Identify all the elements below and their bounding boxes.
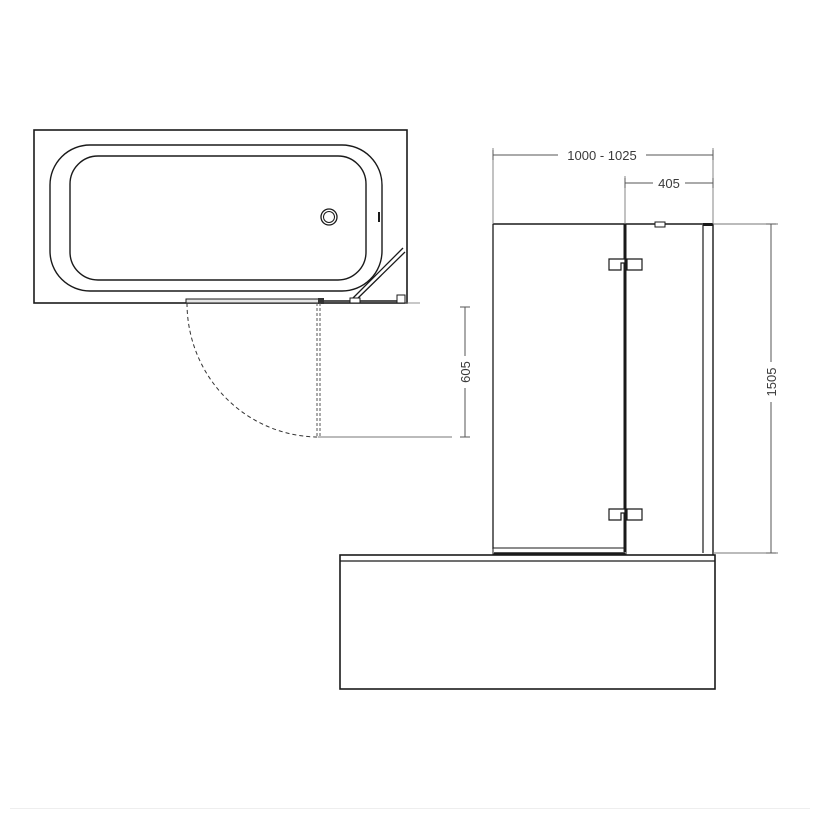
bath-rim — [49, 144, 383, 292]
dimension-405-label-bg — [653, 175, 685, 192]
dimension-405-label: 405 — [658, 176, 680, 191]
top-clip — [654, 221, 666, 228]
dimension-605-label-bg — [457, 356, 473, 388]
front-view: 1000 - 1025 405 1505 — [339, 146, 779, 690]
plan-view: 605 — [33, 129, 473, 438]
hinge-top-icon — [608, 258, 643, 271]
dimension-height-label-bg — [763, 362, 779, 402]
fixed-panel-angled-edge — [351, 247, 404, 300]
waste-inner-icon — [323, 211, 335, 223]
hinge-plan — [318, 298, 324, 304]
wall-bracket — [396, 294, 406, 304]
bath-front — [339, 554, 716, 690]
door-swing-arc — [186, 302, 319, 438]
dimension-height-label: 1505 — [764, 368, 779, 397]
door-panel-plan — [185, 298, 321, 304]
bottom-divider — [10, 808, 810, 809]
hinge-bottom-icon — [608, 508, 643, 521]
fixed-panel-angled — [355, 251, 406, 301]
panel-clamp — [349, 297, 361, 304]
dimension-width-label-bg — [558, 146, 646, 164]
dimension-width-label: 1000 - 1025 — [567, 148, 636, 163]
wall-profile-cap — [703, 223, 713, 226]
waste-icon — [320, 208, 338, 226]
bath-basin — [69, 155, 367, 281]
dimension-605-label: 605 — [458, 361, 473, 383]
